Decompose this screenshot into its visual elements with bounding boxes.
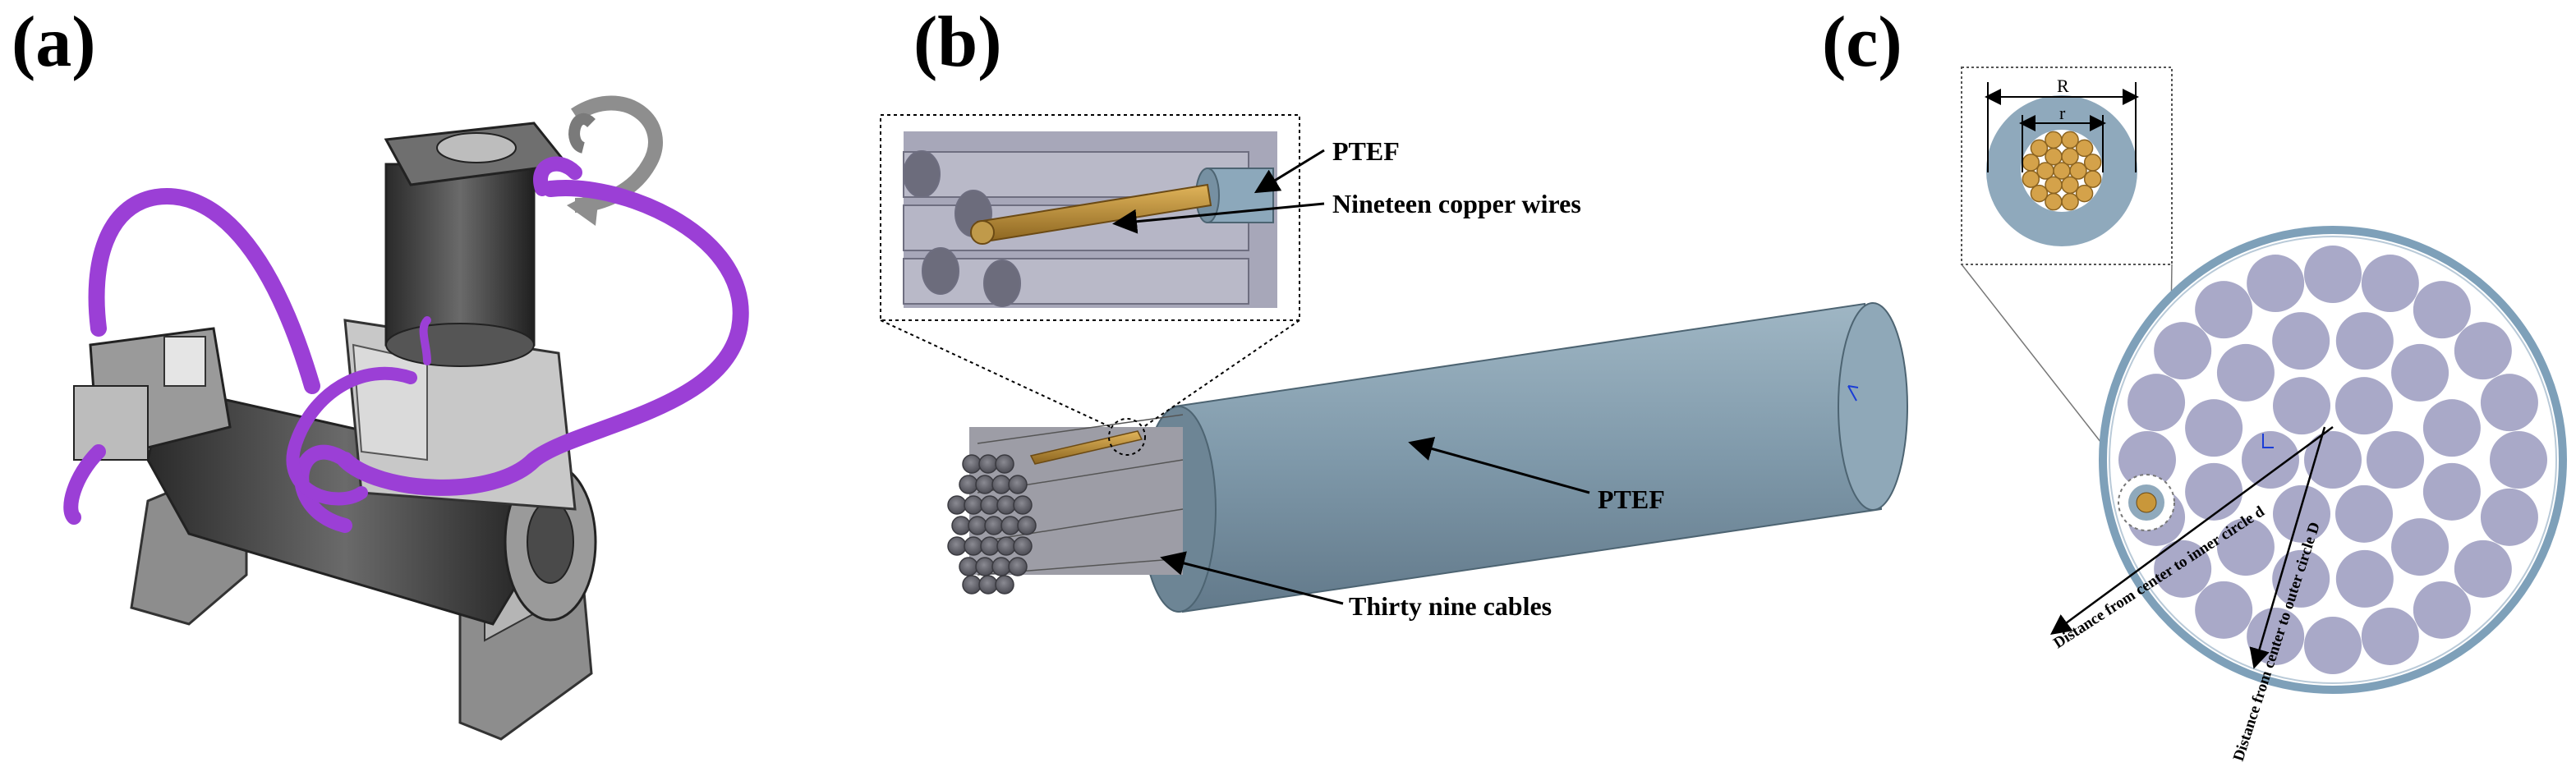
cable-end: [959, 475, 978, 494]
bundle-cable: [2480, 374, 2538, 432]
bundle-cable: [2185, 462, 2243, 521]
bundle-cable: [2272, 549, 2330, 608]
panel-label-a: (a): [12, 2, 96, 82]
bundle-cable: [2272, 312, 2330, 370]
inset-cables: [903, 150, 1249, 307]
bundle-cable: [2422, 399, 2481, 457]
copper-wire: [2083, 154, 2102, 172]
cable-end: [1008, 475, 1028, 494]
cable-end: [996, 495, 1016, 515]
cable-end: [947, 536, 967, 556]
bundle-cable: [2361, 255, 2419, 313]
bundle-cable: [2128, 374, 2186, 432]
cable-end: [975, 475, 995, 494]
bundle-cable: [2335, 484, 2393, 543]
bundle-cable: [2413, 581, 2471, 639]
bundle-cable: [2304, 431, 2362, 489]
panel-label-b: (b): [913, 2, 1002, 82]
copper-wire: [2022, 154, 2040, 172]
cable-end: [1013, 495, 1033, 515]
bundle-cable: [2195, 581, 2253, 639]
cable-end: [978, 575, 998, 595]
bundle-cable: [2335, 312, 2394, 370]
bundle-cable: [2480, 488, 2538, 546]
bundle-cable: [2454, 322, 2512, 380]
copper-wire: [2045, 147, 2063, 166]
cable-bundle-illustration: [880, 114, 1908, 613]
label-r: r: [2059, 103, 2066, 123]
bundle-cable: [2367, 431, 2424, 489]
main-label-cables: Thirty nine cables: [1349, 591, 1552, 621]
cable-end: [975, 557, 995, 576]
cable-end: [978, 454, 998, 474]
copper-wire: [2075, 184, 2094, 203]
cable-end: [996, 536, 1016, 556]
copper-wire: [2075, 139, 2094, 158]
bundle-cable: [2195, 281, 2253, 339]
bundle-cable: [2454, 540, 2512, 598]
copper-wire: [2069, 162, 2087, 180]
cable-end: [1008, 557, 1028, 576]
inset-label-ptef: PTEF: [1332, 136, 1400, 166]
cross-section-illustration: R r Distance from center to inner circle…: [1961, 67, 2567, 764]
bundle-cable: [2304, 617, 2362, 674]
cable-end: [947, 495, 967, 515]
inset-copper-wires: [2022, 131, 2102, 211]
cable-end: [962, 454, 982, 474]
cable-end: [968, 516, 987, 535]
bundle-cable: [2391, 343, 2450, 402]
cable-end: [980, 536, 1000, 556]
bundle-cable: [2490, 431, 2547, 489]
cable-end: [964, 536, 983, 556]
cable-end: [962, 575, 982, 595]
bundle-cable: [2242, 431, 2299, 489]
bundle-cable: [2118, 431, 2176, 489]
cable-end: [959, 557, 978, 576]
inset-label-copper-wires: Nineteen copper wires: [1332, 189, 1581, 218]
copper-wire: [2061, 147, 2079, 166]
cable-end: [951, 516, 971, 535]
copper-wire: [2030, 184, 2049, 203]
bundle-cable: [2413, 281, 2471, 339]
cable-end: [1013, 536, 1033, 556]
cable-end: [991, 475, 1011, 494]
copper-wire: [2045, 131, 2063, 149]
bundle-cable: [2335, 549, 2394, 608]
copper-wire: [2022, 170, 2040, 188]
cable-end: [995, 575, 1014, 595]
cable-end: [1000, 516, 1020, 535]
bundle-cable: [2216, 518, 2275, 576]
cable-end: [980, 495, 1000, 515]
copper-wire: [2045, 192, 2063, 211]
bundle-cable: [2273, 484, 2330, 543]
cable-end: [995, 454, 1014, 474]
copper-wire: [2083, 170, 2102, 188]
copper-wire: [2030, 139, 2049, 158]
cable-end: [984, 516, 1004, 535]
bundle-cable: [2304, 246, 2362, 303]
cable-end: [1017, 516, 1037, 535]
cable-end: [991, 557, 1011, 576]
bundle-cable: [2391, 518, 2450, 576]
bundle-cable: [2335, 377, 2393, 435]
bundle-cable: [2154, 322, 2212, 380]
bundle-cable: [2361, 607, 2419, 665]
copper-wire: [2036, 162, 2054, 180]
cable-cross-section: [947, 454, 1037, 595]
copper-wire: [2061, 176, 2079, 195]
copper-wire: [2061, 131, 2079, 149]
main-label-ptef: PTEF: [1598, 484, 1665, 514]
bundle-cable: [2154, 540, 2212, 598]
label-R: R: [2057, 76, 2069, 96]
bundle-cable: [2216, 343, 2275, 402]
bundle-cable: [2185, 399, 2243, 457]
panel-label-c: (c): [1822, 2, 1902, 82]
bundle-cable: [2273, 377, 2330, 435]
motor-assembly-illustration: [63, 95, 749, 741]
cable-end: [964, 495, 983, 515]
copper-wire: [2061, 192, 2079, 211]
bundle-cable: [2422, 462, 2481, 521]
bundle-cable: [2247, 255, 2305, 313]
